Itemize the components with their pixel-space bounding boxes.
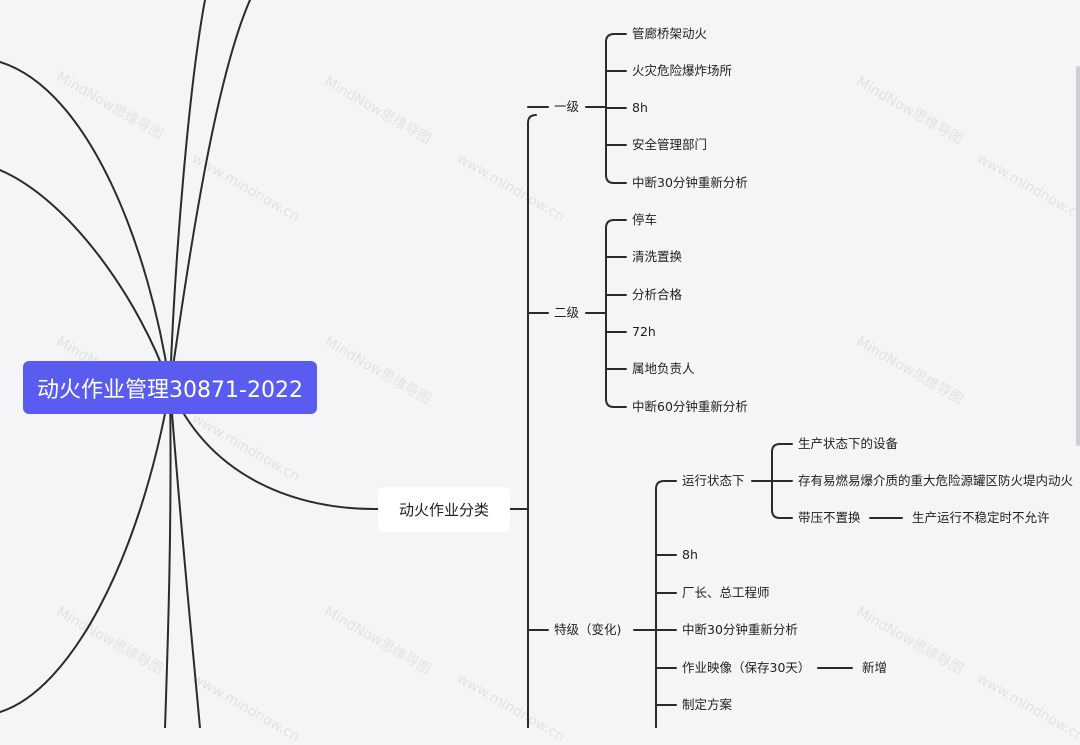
- level-2-item[interactable]: 属地负责人: [630, 361, 697, 377]
- vertical-scrollbar[interactable]: [1076, 66, 1080, 446]
- level-1-node[interactable]: 一级: [552, 99, 582, 115]
- video-note[interactable]: 新增: [860, 660, 890, 676]
- pressure-node[interactable]: 带压不置换: [796, 510, 863, 526]
- special-level-item[interactable]: 8h: [680, 547, 700, 563]
- root-topic[interactable]: 动火作业管理30871-2022: [23, 361, 317, 414]
- running-state-item[interactable]: 存有易燃易爆介质的重大危险源罐区防火堤内动火: [796, 473, 1076, 489]
- running-state-node[interactable]: 运行状态下: [680, 473, 747, 489]
- special-level-item[interactable]: 中断30分钟重新分析: [680, 622, 800, 638]
- level-1-item[interactable]: 管廊桥架动火: [630, 26, 710, 42]
- level-1-item[interactable]: 中断30分钟重新分析: [630, 175, 750, 191]
- plan-node[interactable]: 制定方案: [680, 697, 735, 713]
- level-2-item[interactable]: 停车: [630, 212, 660, 228]
- level-1-item[interactable]: 8h: [630, 100, 650, 116]
- level-1-item[interactable]: 安全管理部门: [630, 137, 710, 153]
- pressure-note[interactable]: 生产运行不稳定时不允许: [910, 510, 1052, 526]
- special-level-item[interactable]: 厂长、总工程师: [680, 585, 772, 601]
- video-node[interactable]: 作业映像（保存30天）: [680, 660, 813, 676]
- mindmap-connectors: [0, 0, 903, 728]
- category-node[interactable]: 动火作业分类: [378, 487, 510, 532]
- level-2-node[interactable]: 二级: [552, 305, 582, 321]
- level-2-item[interactable]: 中断60分钟重新分析: [630, 399, 750, 415]
- level-2-item[interactable]: 清洗置换: [630, 249, 685, 265]
- level-2-item[interactable]: 分析合格: [630, 287, 685, 303]
- category-node-label: 动火作业分类: [398, 501, 489, 519]
- level-2-item[interactable]: 72h: [630, 324, 658, 340]
- special-level-node[interactable]: 特级（变化): [552, 622, 624, 638]
- root-topic-label: 动火作业管理30871-2022: [37, 377, 303, 403]
- running-state-item[interactable]: 生产状态下的设备: [796, 436, 901, 452]
- level-1-item[interactable]: 火灾危险爆炸场所: [630, 63, 735, 79]
